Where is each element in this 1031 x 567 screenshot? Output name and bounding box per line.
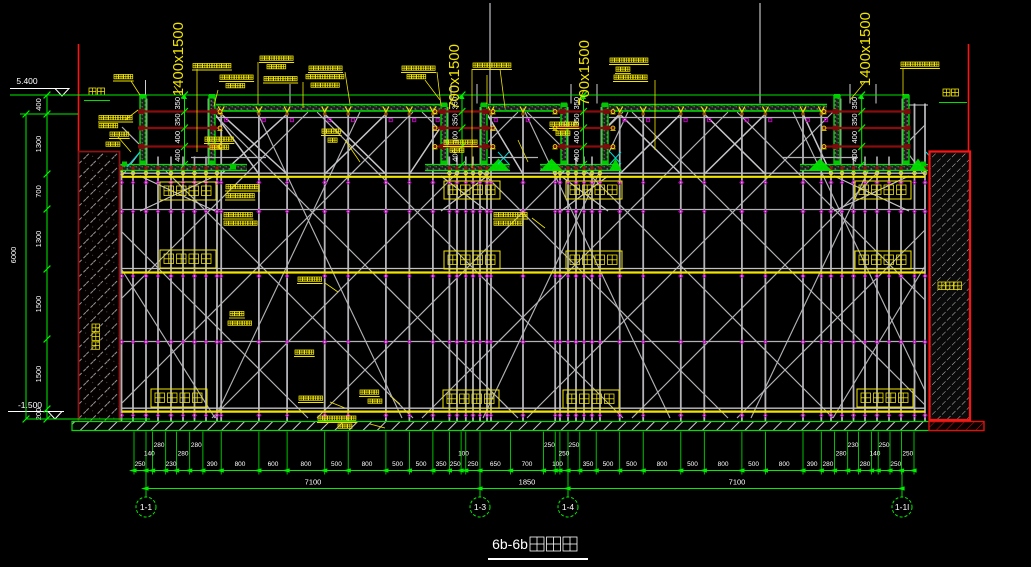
svg-text:5.400: 5.400 xyxy=(16,76,38,86)
svg-text:800: 800 xyxy=(362,461,373,468)
svg-text:1-1l: 1-1l xyxy=(895,502,909,512)
svg-text:390: 390 xyxy=(207,461,218,468)
svg-text:350: 350 xyxy=(450,97,459,110)
svg-text:100: 100 xyxy=(458,451,469,458)
svg-text:350: 350 xyxy=(850,97,859,110)
svg-text:500: 500 xyxy=(416,461,427,468)
svg-text:280: 280 xyxy=(154,442,165,449)
svg-text:390: 390 xyxy=(807,461,818,468)
svg-text:400: 400 xyxy=(173,131,182,144)
svg-text:100: 100 xyxy=(552,461,563,468)
svg-text:230: 230 xyxy=(848,442,859,449)
svg-text:400: 400 xyxy=(572,131,581,144)
svg-text:-1.500: -1.500 xyxy=(18,400,42,410)
svg-text:500: 500 xyxy=(626,461,637,468)
svg-text:500: 500 xyxy=(392,461,403,468)
svg-text:1400x1500: 1400x1500 xyxy=(857,12,874,86)
svg-text:800: 800 xyxy=(657,461,668,468)
svg-text:800: 800 xyxy=(300,461,311,468)
svg-text:650: 650 xyxy=(490,461,501,468)
svg-text:600: 600 xyxy=(268,461,279,468)
svg-text:350: 350 xyxy=(850,113,859,126)
svg-text:6000: 6000 xyxy=(9,247,18,264)
svg-text:500: 500 xyxy=(331,461,342,468)
svg-text:250: 250 xyxy=(879,442,890,449)
svg-text:140: 140 xyxy=(144,451,155,458)
svg-text:800: 800 xyxy=(235,461,246,468)
svg-text:500: 500 xyxy=(603,461,614,468)
svg-text:350: 350 xyxy=(173,113,182,126)
svg-text:250: 250 xyxy=(890,461,901,468)
svg-text:700: 700 xyxy=(522,461,533,468)
svg-text:280: 280 xyxy=(822,461,833,468)
svg-text:350: 350 xyxy=(572,113,581,126)
svg-text:280: 280 xyxy=(860,461,871,468)
svg-text:400: 400 xyxy=(850,131,859,144)
svg-text:250: 250 xyxy=(568,442,579,449)
svg-text:700x1500: 700x1500 xyxy=(446,44,463,110)
svg-text:250: 250 xyxy=(450,461,461,468)
svg-text:280: 280 xyxy=(191,442,202,449)
svg-text:350: 350 xyxy=(173,97,182,110)
svg-text:800: 800 xyxy=(718,461,729,468)
svg-text:250: 250 xyxy=(544,442,555,449)
svg-text:250: 250 xyxy=(135,461,146,468)
svg-text:6b-6b: 6b-6b xyxy=(492,536,528,552)
svg-text:140: 140 xyxy=(869,451,880,458)
svg-text:400: 400 xyxy=(572,149,581,162)
svg-text:400: 400 xyxy=(173,149,182,162)
svg-text:500: 500 xyxy=(687,461,698,468)
svg-text:350: 350 xyxy=(451,113,460,126)
svg-text:800: 800 xyxy=(779,461,790,468)
svg-text:280: 280 xyxy=(836,451,847,458)
svg-text:1-3: 1-3 xyxy=(474,502,487,512)
svg-text:230: 230 xyxy=(166,461,177,468)
svg-text:400: 400 xyxy=(451,149,460,162)
svg-text:250: 250 xyxy=(559,451,570,458)
svg-text:200: 200 xyxy=(34,408,43,421)
svg-text:700: 700 xyxy=(34,185,43,198)
svg-text:700x1500: 700x1500 xyxy=(576,40,593,106)
svg-text:250: 250 xyxy=(467,461,478,468)
svg-text:400: 400 xyxy=(450,131,459,144)
svg-text:500: 500 xyxy=(748,461,759,468)
svg-text:350: 350 xyxy=(436,461,447,468)
svg-text:1850: 1850 xyxy=(519,478,536,487)
svg-text:1500: 1500 xyxy=(34,366,43,383)
svg-text:1300: 1300 xyxy=(34,136,43,153)
svg-text:7100: 7100 xyxy=(729,478,746,487)
svg-text:1-1: 1-1 xyxy=(140,502,153,512)
svg-text:1500: 1500 xyxy=(34,296,43,313)
svg-text:350: 350 xyxy=(583,461,594,468)
svg-text:7100: 7100 xyxy=(305,478,322,487)
svg-text:1300: 1300 xyxy=(34,231,43,248)
svg-text:1400x1500: 1400x1500 xyxy=(170,22,187,96)
svg-text:400: 400 xyxy=(34,98,43,111)
svg-text:280: 280 xyxy=(178,451,189,458)
svg-text:350: 350 xyxy=(572,97,581,110)
svg-text:250: 250 xyxy=(902,451,913,458)
svg-text:400: 400 xyxy=(850,149,859,162)
svg-text:1-4: 1-4 xyxy=(562,502,575,512)
